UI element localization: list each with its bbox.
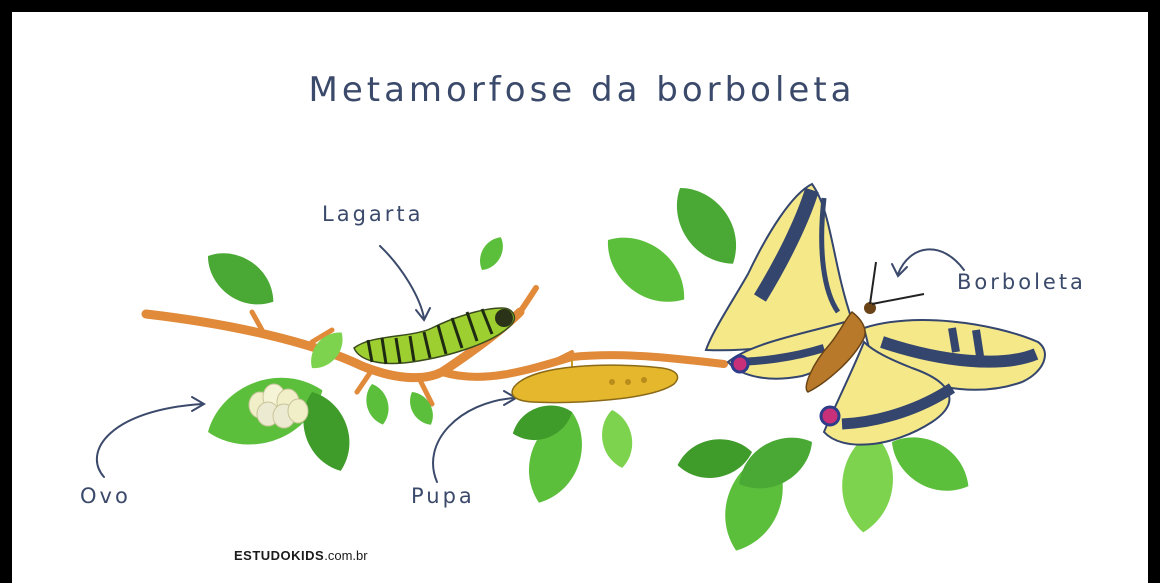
- branch: [141, 285, 728, 407]
- arrow-butterfly-head: [891, 263, 908, 278]
- label-pupa: Pupa: [411, 484, 475, 508]
- caterpillar: [353, 307, 516, 365]
- label-egg: Ovo: [80, 484, 131, 508]
- pupa: [511, 360, 679, 404]
- label-butterfly: Borboleta: [957, 270, 1086, 294]
- credit-watermark: ESTUDOKIDS.com.br: [234, 548, 368, 563]
- butterfly-leaves: [674, 422, 980, 560]
- arrow-caterpillar: [379, 245, 425, 319]
- arrow-butterfly: [897, 248, 965, 275]
- arrow-pupa: [432, 397, 515, 483]
- diagram-title: Metamorfose da borboleta: [308, 70, 856, 110]
- arrow-caterpillar-head: [415, 307, 431, 322]
- eggs: [248, 383, 309, 429]
- pupa-leaves: [507, 397, 637, 512]
- arrow-egg: [95, 403, 203, 478]
- leaves-back: [196, 174, 752, 319]
- egg-6: [287, 398, 309, 424]
- arrow-egg-head: [191, 396, 206, 412]
- credit-brand: ESTUDOKIDS: [234, 548, 325, 563]
- credit-domain: .com.br: [324, 548, 368, 563]
- butterfly: [704, 182, 1046, 446]
- diagram-frame: Metamorfose da borboleta Lagarta Borbole…: [12, 12, 1148, 583]
- label-caterpillar: Lagarta: [322, 202, 424, 226]
- metamorphosis-illustration: [95, 174, 1046, 560]
